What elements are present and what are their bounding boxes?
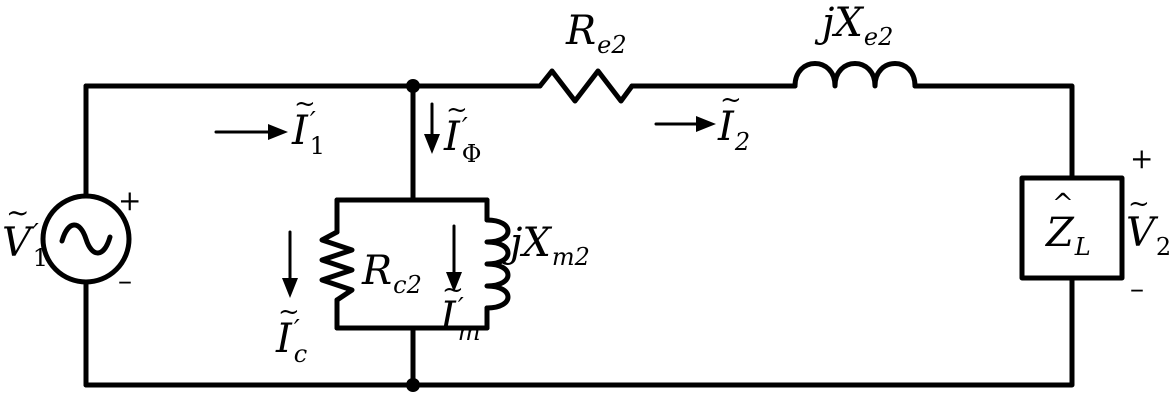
- label-v1: V′1: [2, 219, 48, 272]
- arrow-ic: [282, 230, 298, 298]
- arrow-iphi: [424, 102, 440, 154]
- source-plus-sign: +: [118, 184, 141, 217]
- tilde-iphi: ~: [446, 95, 468, 125]
- label-re2: Re2: [565, 8, 627, 59]
- label-iphi: I′Φ: [443, 113, 481, 168]
- label-rc2: Rc2: [361, 248, 422, 299]
- hat-zl: ^: [1052, 189, 1074, 219]
- tilde-v2: ~: [1128, 189, 1150, 219]
- label-ic: I′c: [275, 315, 307, 368]
- junction-bottom: [406, 378, 420, 392]
- label-i1: I′1: [291, 107, 325, 160]
- label-jxe2: jXe2: [814, 0, 893, 51]
- sine-wave-icon: [59, 222, 113, 256]
- source-circle: [40, 193, 132, 285]
- arrow-i1: [214, 124, 288, 140]
- arrow-im: [446, 224, 462, 292]
- label-zl: ZL: [1044, 210, 1091, 261]
- tilde-ic: ~: [278, 297, 300, 327]
- load-plus-sign: +: [1130, 142, 1153, 175]
- label-i2: I2: [717, 104, 750, 156]
- label-v2: V2: [1126, 210, 1171, 261]
- top-wire-right: [912, 83, 1075, 181]
- inductor-xe2: [792, 61, 918, 89]
- inductor-xm2: [484, 217, 511, 311]
- ac-voltage-source: [40, 193, 132, 285]
- bottom-wire: [83, 275, 1075, 388]
- label-im: I′m: [439, 293, 480, 346]
- source-minus-sign: –: [118, 264, 132, 297]
- resistor-rc2: [319, 229, 355, 303]
- tilde-i2: ~: [720, 85, 742, 115]
- load-impedance-box: [1019, 175, 1125, 281]
- label-jxm2: jXm2: [502, 220, 590, 271]
- tilde-v1: ~: [6, 196, 29, 229]
- arrow-i2: [654, 116, 716, 132]
- load-minus-sign: –: [1130, 272, 1144, 305]
- resistor-re2: [537, 68, 635, 104]
- junction-top: [406, 79, 420, 93]
- tilde-im: ~: [442, 275, 464, 305]
- tilde-i1: ~: [294, 89, 316, 119]
